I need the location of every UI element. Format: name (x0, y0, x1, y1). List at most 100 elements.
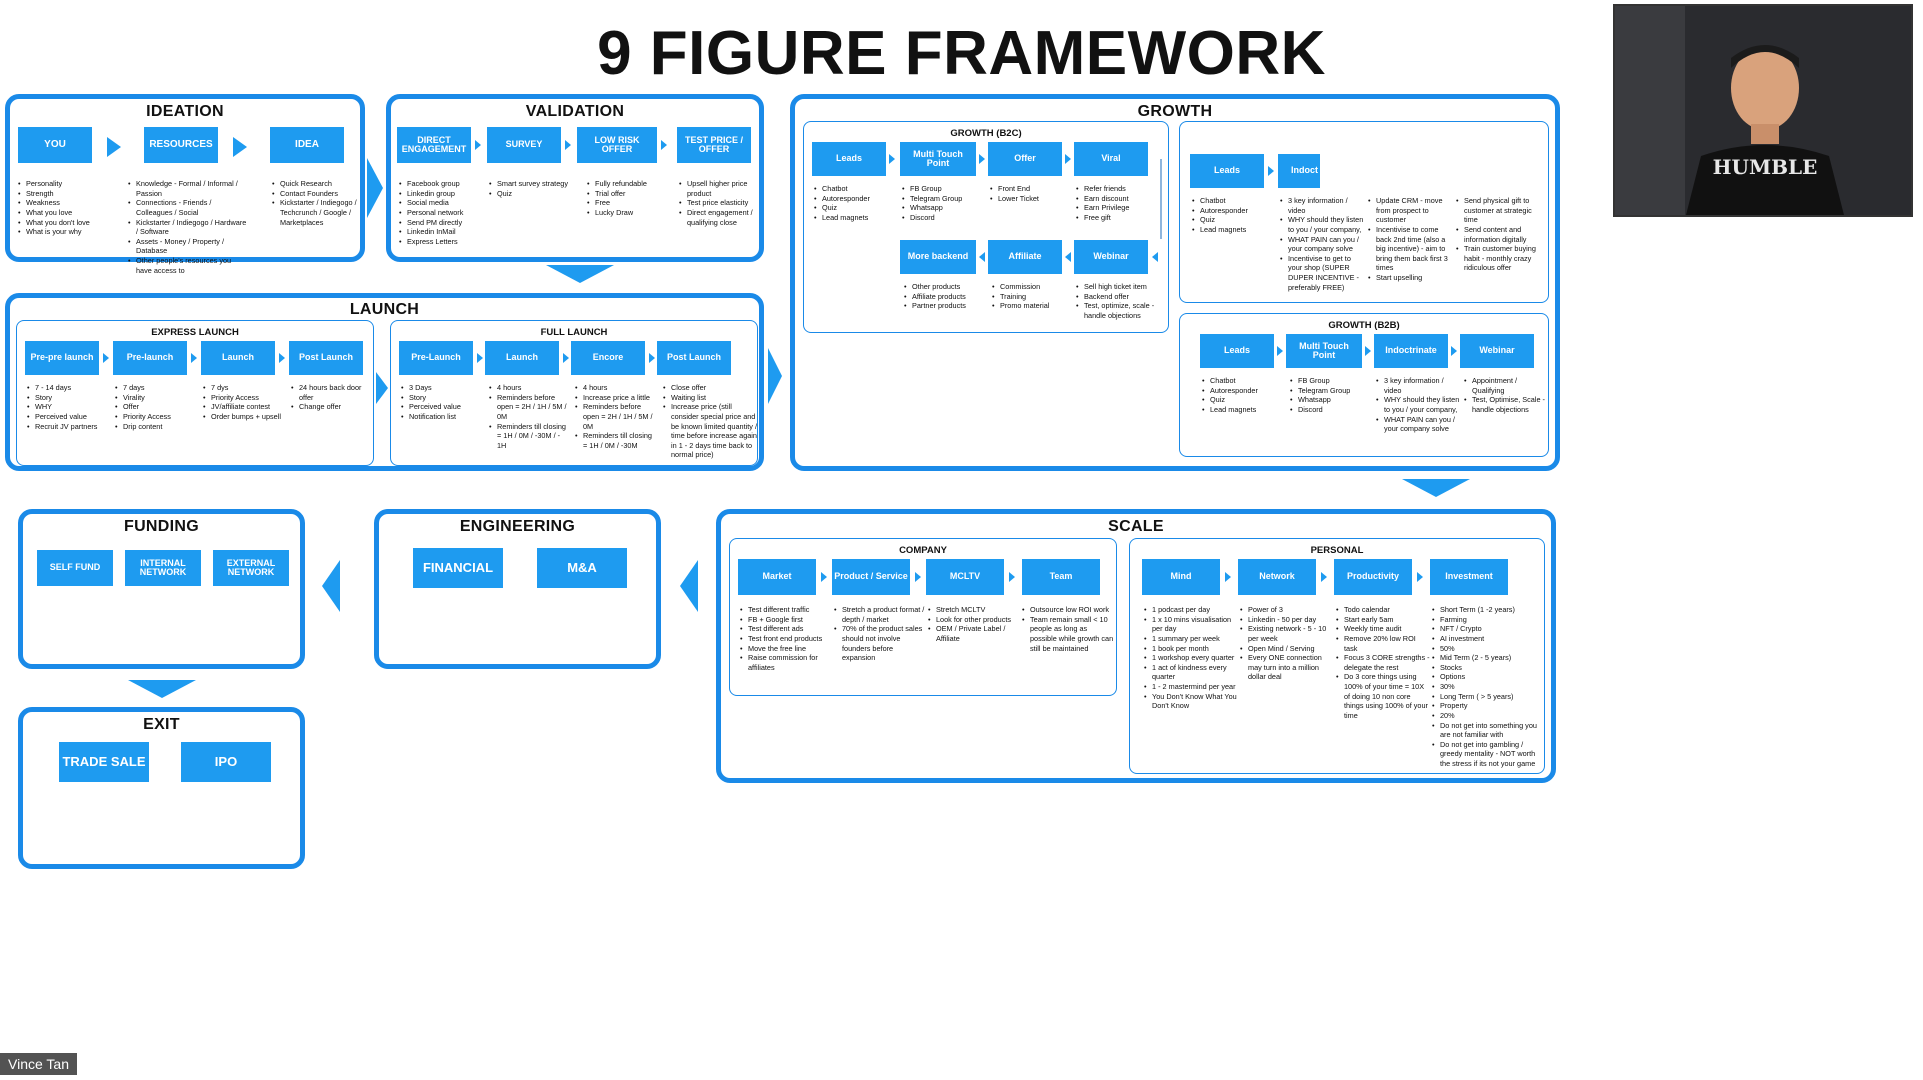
arrow-right-icon (367, 158, 383, 218)
arrow-right-icon (107, 137, 121, 157)
b2c-leads-list: ChatbotAutoresponderQuizLead magnets (814, 184, 900, 223)
arrow-right-icon (1065, 154, 1071, 164)
investment-box: Investment (1430, 559, 1508, 595)
idea-box: IDEA (270, 127, 344, 163)
launch-list: 7 dysPriority AccessJV/affiliate contest… (203, 383, 289, 422)
full-pre-launch-list: 3 DaysStoryPerceived valueNotification l… (401, 383, 487, 422)
b2b-indoctrinate-list: 3 key information / videoWHY should they… (1376, 376, 1462, 434)
launch-box: Launch (201, 341, 275, 375)
b2c-viral-box: Viral (1074, 142, 1148, 176)
validation-section: VALIDATION DIRECT ENGAGEMENT SURVEY LOW … (386, 94, 764, 262)
arrow-right-icon (376, 372, 388, 404)
you-box: YOU (18, 127, 92, 163)
b2c-leads-box: Leads (812, 142, 886, 176)
mind-box: Mind (1142, 559, 1220, 595)
arrow-right-icon (768, 348, 782, 404)
productivity-list: Todo calendarStart early 5amWeekly time … (1336, 605, 1430, 721)
market-list: Test different trafficFB + Google firstT… (740, 605, 832, 672)
arrow-right-icon (915, 572, 921, 582)
engineering-section: ENGINEERING FINANCIAL M&A (374, 509, 661, 669)
b2b-leads-box: Leads (1200, 334, 1274, 368)
mcltv-list: Stretch MCLTVLook for other productsOEM … (928, 605, 1020, 644)
arrow-right-icon (1009, 572, 1015, 582)
arrow-right-icon (889, 154, 895, 164)
post-launch-box: Post Launch (289, 341, 363, 375)
b2b-indoctrinate-box: Indoctrinate (1374, 334, 1448, 368)
b2c-offer-list: Front EndLower Ticket (990, 184, 1070, 203)
arrow-right-icon (103, 353, 109, 363)
post-launch-list: 24 hours back door offerChange offer (291, 383, 365, 412)
ideation-title: IDEATION (146, 103, 224, 120)
arrow-right-icon (1417, 572, 1423, 582)
m-and-a-box: M&A (537, 548, 627, 588)
test-price-list: Upsell higher price productTest price el… (679, 179, 759, 227)
participant-name-label: Vince Tan (0, 1053, 77, 1075)
encore-list: 4 hoursIncrease price a littleReminders … (575, 383, 655, 450)
engineering-title: ENGINEERING (459, 518, 576, 535)
arrow-left-icon (1065, 252, 1071, 262)
webcam-video-tile[interactable]: HUMBLE (1613, 4, 1913, 217)
company-title: COMPANY (899, 545, 947, 556)
more-backend-box: More backend (900, 240, 976, 274)
shirt-text: HUMBLE (1713, 155, 1818, 179)
idea-list: Quick ResearchContact FoundersKickstarte… (272, 179, 360, 227)
arrow-right-icon (1451, 346, 1457, 356)
investment-list: Short Term (1 -2 years)FarmingNFT / Cryp… (1432, 605, 1544, 769)
financial-box: FINANCIAL (413, 548, 503, 588)
detail-leads-box: Leads (1190, 154, 1264, 188)
scale-title: SCALE (1108, 518, 1164, 535)
ipo-box: IPO (181, 742, 271, 782)
arrow-left-icon (1152, 252, 1158, 262)
detail-crm-list: Update CRM - move from prospect to custo… (1368, 196, 1454, 283)
growth-section: GROWTH GROWTH (B2C) Leads Multi Touch Po… (790, 94, 1560, 471)
b2c-offer-box: Offer (988, 142, 1062, 176)
page-title: 9 FIGURE FRAMEWORK (597, 19, 1326, 88)
full-launch-box: Launch (485, 341, 559, 375)
b2b-leads-list: ChatbotAutoresponderQuizLead magnets (1202, 376, 1288, 415)
affiliate-list: CommissionTrainingPromo material (992, 282, 1072, 311)
exit-section: EXIT TRADE SALE IPO (18, 707, 305, 869)
external-network-box: EXTERNAL NETWORK (213, 550, 289, 586)
b2b-webinar-list: Appointment / QualifyingTest, Optimise, … (1464, 376, 1546, 415)
encore-box: Encore (571, 341, 645, 375)
market-box: Market (738, 559, 816, 595)
direct-engagement-box: DIRECT ENGAGEMENT (397, 127, 471, 163)
arrow-right-icon (979, 154, 985, 164)
resources-box: RESOURCES (144, 127, 218, 163)
growth-b2c-detail-panel: Leads Indoct ChatbotAutoresponderQuizLea… (1179, 121, 1549, 303)
team-box: Team (1022, 559, 1100, 595)
launch-title: LAUNCH (349, 301, 420, 318)
resources-list: Knowledge - Formal / Informal / PassionC… (128, 179, 248, 275)
product-service-box: Product / Service (832, 559, 910, 595)
launch-section: LAUNCH EXPRESS LAUNCH Pre-pre launch Pre… (5, 293, 764, 471)
company-panel: COMPANY Market Product / Service MCLTV T… (729, 538, 1117, 696)
you-list: PersonalityStrengthWeaknessWhat you love… (18, 179, 128, 237)
arrow-down-icon (128, 680, 196, 698)
team-list: Outsource low ROI workTeam remain small … (1022, 605, 1114, 653)
full-post-launch-list: Close offerWaiting listIncrease price (s… (663, 383, 757, 460)
arrow-right-icon (565, 140, 571, 150)
funding-section: FUNDING SELF FUND INTERNAL NETWORK EXTER… (18, 509, 305, 669)
scale-section: SCALE COMPANY Market Product / Service M… (716, 509, 1556, 783)
b2b-webinar-box: Webinar (1460, 334, 1534, 368)
more-backend-list: Other productsAffiliate productsPartner … (904, 282, 990, 311)
full-launch-title: FULL LAUNCH (540, 327, 608, 338)
test-price-offer-box: TEST PRICE / OFFER (677, 127, 751, 163)
product-service-list: Stretch a product format / depth / marke… (834, 605, 926, 663)
pre-launch-box: Pre-launch (113, 341, 187, 375)
ideation-section: IDEATION YOU RESOURCES IDEA PersonalityS… (5, 94, 365, 275)
funding-title: FUNDING (124, 518, 199, 535)
arrow-left-icon (979, 252, 985, 262)
low-risk-offer-box: LOW RISK OFFER (577, 127, 657, 163)
arrow-right-icon (1321, 572, 1327, 582)
affiliate-box: Affiliate (988, 240, 1062, 274)
low-risk-offer-list: Fully refundableTrial offerFreeLucky Dra… (587, 179, 667, 218)
trade-sale-box: TRADE SALE (59, 742, 149, 782)
arrow-right-icon (477, 353, 483, 363)
arrow-down-icon (546, 265, 614, 283)
direct-engagement-list: Facebook groupLinkedin groupSocial media… (399, 179, 489, 246)
arrow-right-icon (563, 353, 569, 363)
arrow-right-icon (279, 353, 285, 363)
b2c-webinar-box: Webinar (1074, 240, 1148, 274)
growth-b2c-panel: GROWTH (B2C) Leads Multi Touch Point Off… (803, 121, 1169, 333)
